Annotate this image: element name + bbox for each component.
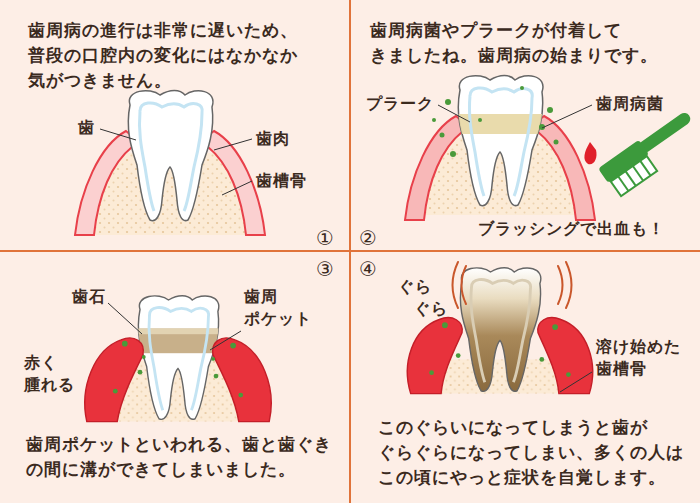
motion-lines [453,262,572,308]
blood-drop [584,142,596,164]
panel-caption: このぐらいになってしまうと歯が ぐらぐらになってしまい、多くの人は この頃にやっ… [378,415,692,490]
part-label: 歯石 [72,286,106,308]
healthy-tooth [75,91,265,236]
part-label: ブラッシングで出血も！ [478,218,665,240]
toothbrush [598,108,700,198]
panel: 歯周病菌やプラークが付着して きましたね。歯周病の始まりです。 [351,0,700,250]
loose-tooth [407,268,592,394]
part-label: 歯肉 [256,128,290,150]
callout-number: ② [359,226,377,250]
panel-caption: 歯周病の進行は非常に遅いため、 普段の口腔内の変化にはなかなか 気がつきません。 [28,18,340,93]
leader-lines [560,372,592,392]
callout-number: ④ [359,257,377,281]
leader-lines [108,303,241,350]
leader-lines [438,105,592,128]
part-label: プラーク [366,93,434,115]
part-label: 歯周病菌 [596,93,664,115]
part-label: 赤く 腫れる [24,352,82,396]
part-label: ぐら [398,276,432,298]
part-label: 歯槽骨 [256,170,307,192]
tartar-tooth [85,296,271,422]
leader-lines [100,129,252,195]
part-label: 歯周 ポケット [244,286,320,330]
part-label: ぐら [414,298,448,320]
part-label: 溶け始めた 歯槽骨 [596,336,692,380]
panel-caption: 歯周病菌やプラークが付着して きましたね。歯周病の始まりです。 [370,18,680,68]
panel: 歯周病の進行は非常に遅いため、 普段の口腔内の変化にはなかなか 気がつきません。 [0,0,349,250]
panel-caption: 歯周ポケットといわれる、歯と歯ぐき の間に溝ができてしまいました。 [26,432,344,482]
part-label: 歯 [78,117,95,139]
divider [349,0,351,503]
callout-number: ③ [316,257,334,281]
callout-number: ① [316,226,334,250]
